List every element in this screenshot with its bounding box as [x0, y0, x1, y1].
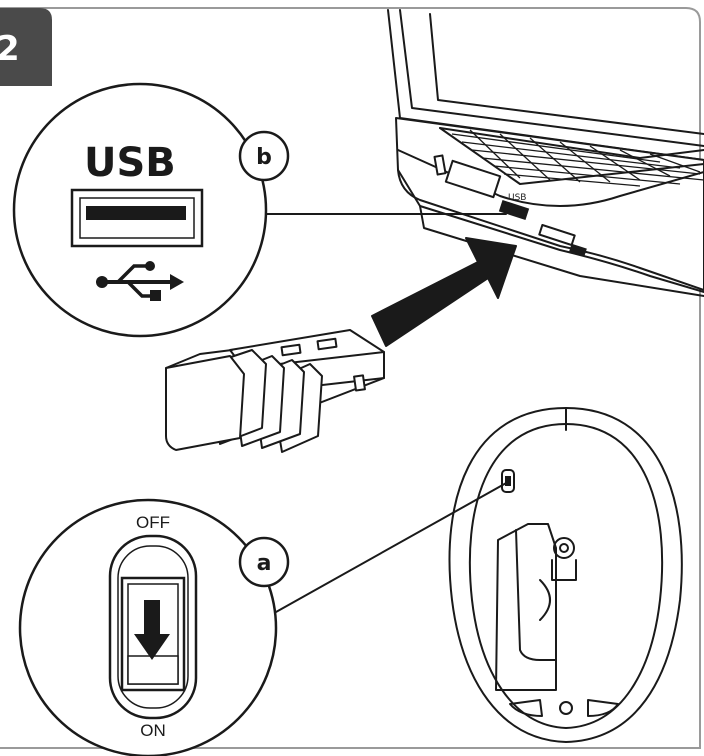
- keyboard: [451, 129, 704, 187]
- step-number: 2: [0, 29, 20, 69]
- laptop: USB: [387, 9, 704, 297]
- usb-callout: USB b: [12, 82, 290, 338]
- switch-leader-line: [275, 481, 509, 613]
- side-port-3: [569, 243, 587, 257]
- power-switch-icon: [108, 534, 198, 720]
- step-badge: 2: [0, 8, 52, 86]
- frame-border: [0, 7, 701, 749]
- mouse-underside: [448, 407, 683, 743]
- switch-callout: OFF ON a: [18, 498, 290, 756]
- usb-trident-icon: [96, 261, 184, 301]
- usb-port: USB: [498, 193, 530, 221]
- callout-a-letter: a: [257, 551, 272, 576]
- usb-callout-title: USB: [84, 140, 176, 186]
- side-port: [433, 154, 447, 176]
- switch-off-label: OFF: [136, 513, 170, 532]
- callout-b-letter: b: [256, 145, 272, 170]
- side-port-2: [538, 223, 576, 247]
- side-slot: [444, 159, 502, 199]
- callout-a-bubble: [238, 536, 290, 588]
- switch-on-label: ON: [140, 721, 166, 740]
- callout-b-bubble: [238, 130, 290, 182]
- usb-receiver: [165, 329, 385, 453]
- insert-arrow-icon: [371, 237, 517, 347]
- usb-port-label: USB: [508, 193, 526, 203]
